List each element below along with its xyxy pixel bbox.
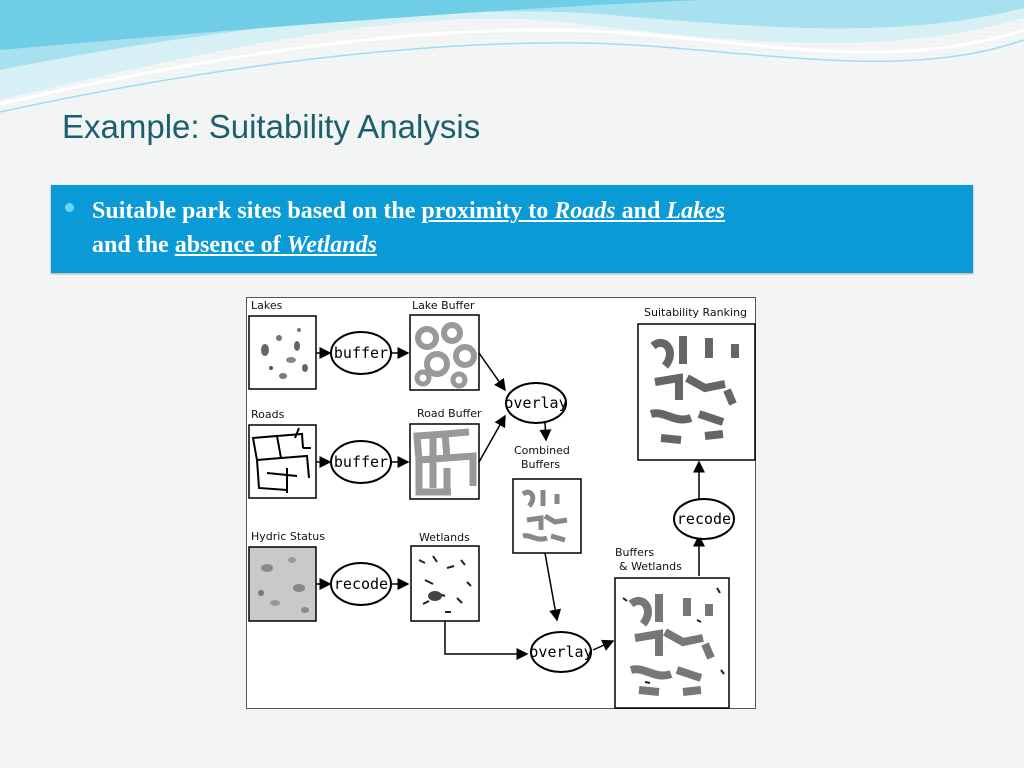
slide-title: Example: Suitability Analysis <box>62 108 481 145</box>
buffer-node-2-text: buffer <box>334 453 388 471</box>
buffers-wetlands-map <box>614 577 730 709</box>
suitability-ranking-map <box>637 323 756 461</box>
header-wave <box>0 0 1024 113</box>
absence-phrase: absence of Wetlands <box>175 232 377 258</box>
road-buffer-label: Road Buffer <box>417 407 482 420</box>
hydric-status-label: Hydric Status <box>251 530 325 543</box>
buffers-wetlands-label-2: & Wetlands <box>619 560 682 573</box>
bullet-text: Suitable park sites based on the proximi… <box>92 194 962 262</box>
roads-text: Roads <box>554 198 616 224</box>
bullet-prefix: Suitable park sites based on the <box>92 198 422 224</box>
lakes-map <box>248 315 317 390</box>
buffer-node-1: buffer <box>330 331 392 375</box>
recode-node-2-text: recode <box>677 510 731 528</box>
overlay-node-2: overlay <box>529 631 593 673</box>
flow-arrows <box>316 347 705 660</box>
combined-label-1: Combined <box>514 444 570 457</box>
recode-node-1-text: recode <box>334 575 388 593</box>
buffer-node-2: buffer <box>330 440 392 484</box>
wetlands-label: Wetlands <box>419 531 470 544</box>
buffers-wetlands-label-1: Buffers <box>615 546 654 559</box>
wetlands-text: Wetlands <box>286 232 377 258</box>
buffer-node-1-text: buffer <box>334 344 388 362</box>
suitability-flow-diagram: Lakes Lake Buffer Roads Road Buffer Hydr… <box>246 297 756 709</box>
road-buffer-map <box>409 423 480 500</box>
overlay-node-1: overlay <box>504 382 568 424</box>
bullet-dot-icon <box>65 203 74 212</box>
proximity-text: proximity to <box>421 198 555 224</box>
bullet-mid: and the <box>92 232 175 258</box>
and-text: and <box>615 198 667 224</box>
suitability-ranking-label: Suitability Ranking <box>644 306 747 319</box>
lakes-text: Lakes <box>666 198 725 224</box>
flow-diagram-svg: Lakes Lake Buffer Roads Road Buffer Hydr… <box>248 299 756 709</box>
hydric-status-map <box>248 546 317 622</box>
lakes-label: Lakes <box>251 299 283 312</box>
proximity-phrase: proximity to Roads and Lakes <box>421 198 725 224</box>
wetlands-map <box>410 545 480 622</box>
absence-text: absence of <box>174 232 287 258</box>
overlay-node-2-text: overlay <box>529 643 592 661</box>
bullet-panel: Suitable park sites based on the proximi… <box>51 185 973 273</box>
overlay-node-1-text: overlay <box>504 394 567 412</box>
roads-map <box>248 424 317 499</box>
recode-node-2: recode <box>673 498 735 540</box>
recode-node-1: recode <box>330 562 392 606</box>
roads-label: Roads <box>251 408 285 421</box>
combined-buffers-map <box>512 478 582 554</box>
lake-buffer-map <box>409 314 480 391</box>
lake-buffer-label: Lake Buffer <box>412 299 475 312</box>
combined-label-2: Buffers <box>521 458 560 471</box>
